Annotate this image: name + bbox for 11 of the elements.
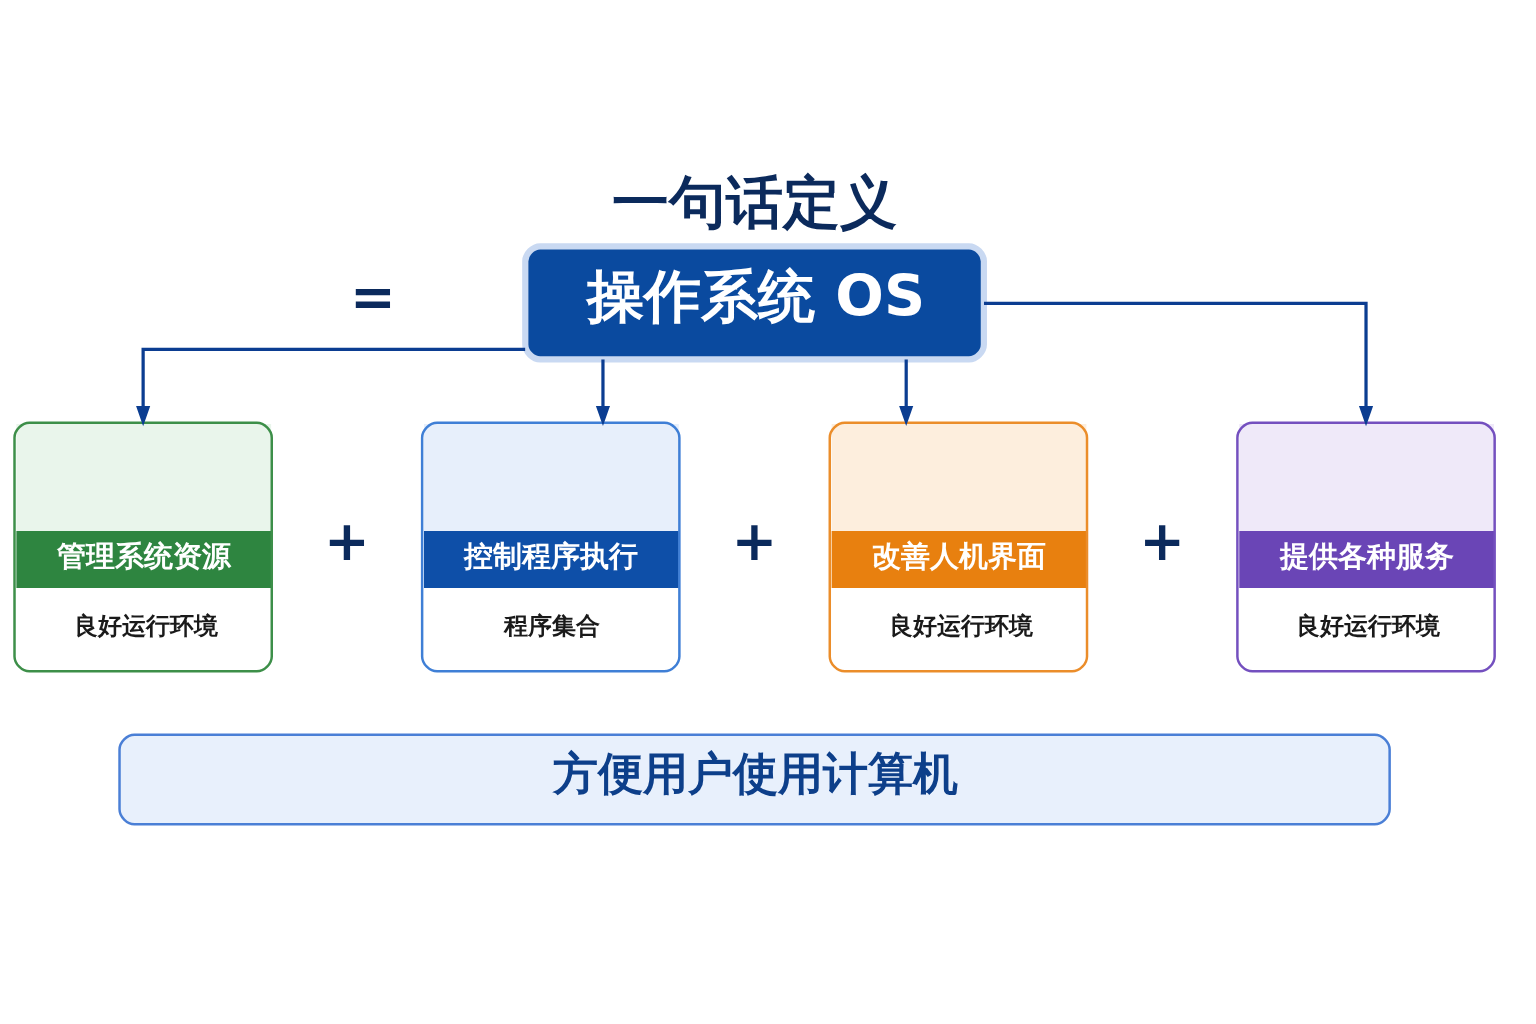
label: + xyxy=(1139,508,1186,573)
arrow xyxy=(899,359,914,427)
node-box: 操作系统 OS xyxy=(522,243,987,363)
arrow xyxy=(984,301,1374,427)
label: = xyxy=(350,264,396,329)
diagram-title: 一句话定义 xyxy=(612,169,898,236)
label: + xyxy=(731,508,778,573)
node-box: 方便用户使用计算机 xyxy=(118,733,1391,826)
label: + xyxy=(323,508,370,573)
arrow xyxy=(595,359,610,427)
arrow xyxy=(136,347,526,427)
